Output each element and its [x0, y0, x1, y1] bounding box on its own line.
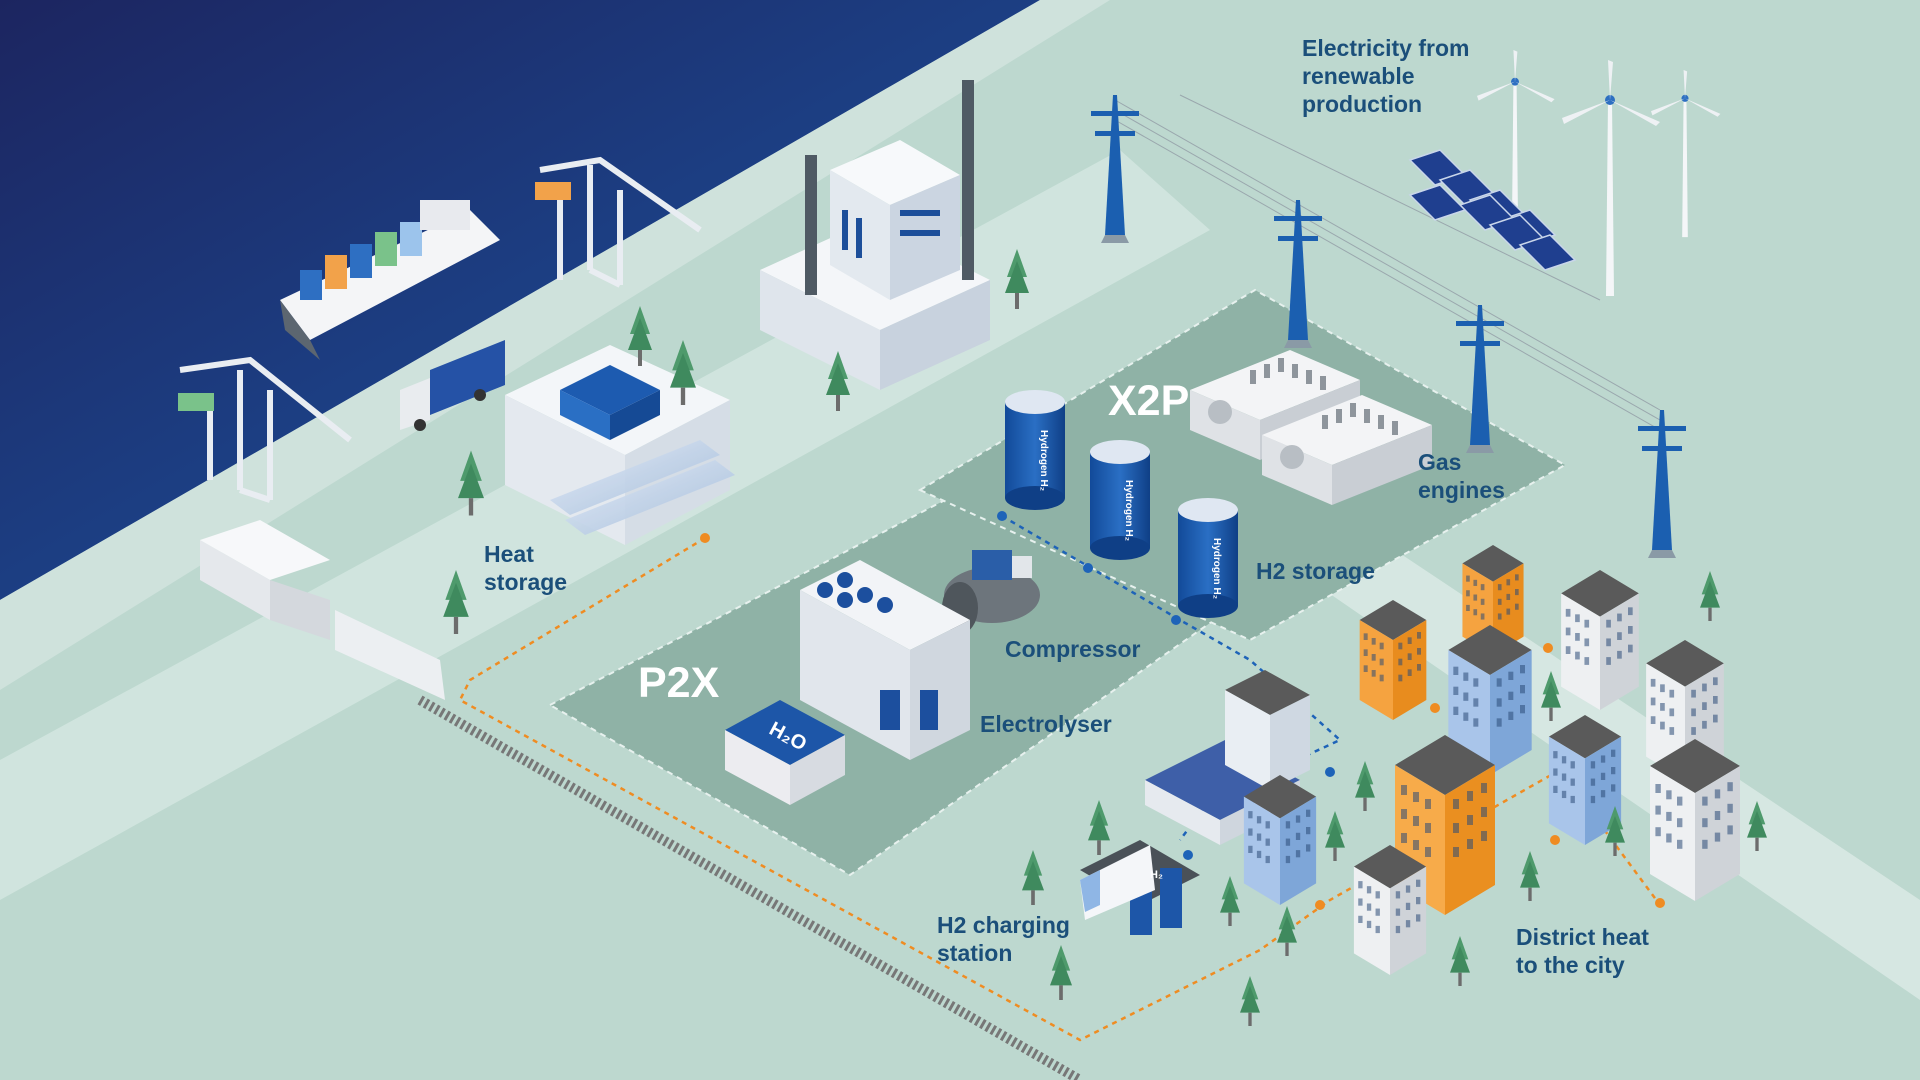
truck-icon: [400, 340, 505, 431]
tree-icon: [1240, 976, 1260, 1026]
x2p-zone-title: X2P: [1108, 377, 1190, 425]
heat-storage-label: Heat storage: [484, 541, 568, 595]
container-ship-icon: [280, 200, 500, 360]
p2x-zone-title: P2X: [638, 659, 720, 707]
tree-icon: [1277, 906, 1297, 956]
tree-icon: [1355, 761, 1375, 811]
h2-charging-label: H2 charging station: [937, 912, 1070, 966]
city-building-icon: [1353, 845, 1427, 975]
heat-storage-icon: [505, 345, 735, 545]
district-heat-line: [458, 536, 1662, 1042]
tree-icon: [1325, 811, 1345, 861]
heat-node: [1430, 703, 1440, 713]
hydrogen-line: [1001, 514, 1343, 841]
power-pylon-icon: [1638, 410, 1686, 558]
tree-icon: [1450, 936, 1470, 986]
solar-panel-icon: [1408, 149, 1577, 271]
tank-label: Hydrogen H₂: [1123, 480, 1134, 541]
hydrogen-node: [1183, 850, 1193, 860]
district-heat-label: District heat to the city: [1516, 924, 1649, 978]
compressor-label: Compressor: [1005, 636, 1141, 662]
heat-node: [1550, 835, 1560, 845]
renewables-label: Electricity from renewable production: [1302, 35, 1470, 117]
port-crane-icon: [179, 156, 702, 503]
hydrogen-node: [997, 511, 1007, 521]
city-building-icon: [1243, 775, 1317, 905]
heat-node: [1543, 643, 1553, 653]
wind-turbine-icon: [1651, 70, 1721, 238]
hydrogen-node: [1083, 563, 1093, 573]
hydrogen-node: [1325, 767, 1335, 777]
h2-charging-station-icon: H₂: [1080, 840, 1200, 935]
tank-label: Hydrogen H₂: [1211, 538, 1222, 599]
tank-label: Hydrogen H₂: [1038, 430, 1049, 491]
tree-icon: [1520, 851, 1540, 901]
tree-icon: [1700, 571, 1720, 621]
power-plant-icon: [760, 80, 990, 390]
x2p-zone: [917, 288, 1568, 642]
container: [178, 393, 214, 411]
city-building-icon: [1650, 739, 1740, 901]
heat-node: [700, 533, 710, 543]
h2-storage-label: H2 storage: [1256, 558, 1375, 584]
container: [535, 182, 571, 200]
city-building-icon: [1359, 600, 1427, 720]
railway-track: [417, 695, 1083, 1080]
tree-icon: [1220, 876, 1240, 926]
freight-train-icon: [200, 520, 445, 700]
heat-node: [1315, 900, 1325, 910]
electrolyser-label: Electrolyser: [980, 711, 1112, 737]
water-tank-icon: H₂O: [725, 700, 845, 805]
city-building-icon: [1561, 570, 1639, 710]
power-lines: [1114, 94, 1661, 431]
tree-icon: [1022, 850, 1044, 905]
tree-icon: [1088, 800, 1110, 855]
bus-label: H₂: [1150, 869, 1163, 881]
hydrogen-node: [1171, 615, 1181, 625]
gas-engines-label: Gas engines: [1418, 449, 1505, 503]
hydrogen-tank-icon: Hydrogen H₂: [1090, 440, 1150, 560]
hydrogen-tank-icon: Hydrogen H₂: [1178, 498, 1238, 618]
hydrogen-tank-icon: Hydrogen H₂: [1005, 390, 1065, 510]
wind-turbine-icon: [1562, 60, 1660, 296]
electrolyser-icon: [800, 560, 970, 760]
heat-node: [1655, 898, 1665, 908]
